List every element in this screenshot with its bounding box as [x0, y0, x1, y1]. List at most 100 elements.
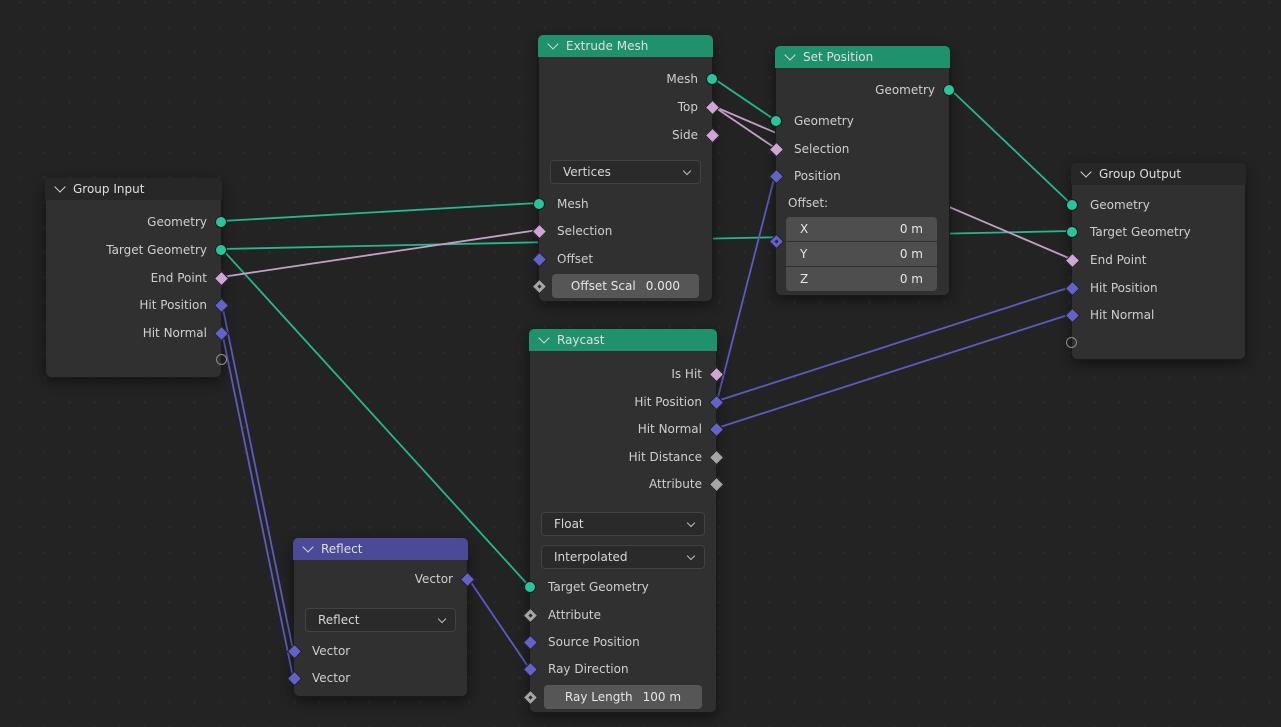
- socket-label: Side: [672, 128, 698, 142]
- node-link-extrude-mesh-set-position: [712, 77, 776, 121]
- collapse-chevron-icon[interactable]: [1080, 166, 1092, 178]
- socket-row-geometry: Geometry: [1072, 196, 1245, 214]
- component-label: Z: [800, 272, 809, 286]
- node-title-set-position: Set Position: [803, 50, 874, 64]
- node-header-group-input[interactable]: Group Input: [45, 178, 222, 200]
- socket-label: Hit Normal: [1090, 308, 1155, 322]
- socket-label: Geometry: [1090, 198, 1150, 212]
- node-title-extrude-mesh: Extrude Mesh: [566, 39, 649, 53]
- socket-label: Mesh: [557, 197, 589, 211]
- socket-label: Geometry: [147, 215, 207, 229]
- node-header-group-output[interactable]: Group Output: [1071, 163, 1246, 185]
- socket-label: End Point: [1090, 253, 1147, 267]
- socket-label: Position: [794, 169, 841, 183]
- socket-label: Geometry: [875, 83, 935, 97]
- select-float[interactable]: Float: [541, 512, 705, 536]
- component-value: 0 m: [899, 247, 923, 261]
- node-header-set-position[interactable]: Set Position: [775, 46, 950, 68]
- node-link-raycast-set-position: [716, 174, 776, 402]
- node-link-reflect-raycast: [467, 577, 530, 669]
- node-link-group-input-extrude-mesh: [221, 229, 539, 278]
- socket-label: Mesh: [666, 72, 698, 86]
- socket-row-end-point: End Point: [46, 269, 221, 287]
- socket-target-geometry[interactable]: [1066, 226, 1078, 238]
- socket-row-virtual: [1072, 334, 1245, 352]
- field-value: 100 m: [642, 690, 682, 704]
- socket-dot: [527, 612, 533, 618]
- socket-row-hit-position: Hit Position: [46, 296, 221, 314]
- socket-row-mesh: Mesh: [539, 195, 712, 213]
- collapse-chevron-icon[interactable]: [547, 38, 559, 50]
- component-value: 0 m: [899, 272, 923, 286]
- socket-virtual[interactable]: [1066, 337, 1077, 348]
- socket-row-selection: Selection: [776, 140, 949, 158]
- socket-mesh[interactable]: [706, 73, 718, 85]
- socket-label: Selection: [794, 142, 850, 156]
- socket-row-geometry: Geometry: [776, 81, 949, 99]
- node-title-reflect: Reflect: [321, 542, 363, 556]
- socket-label: Geometry: [794, 114, 854, 128]
- socket-row-vector: Vector: [294, 570, 467, 588]
- socket-row-target-geometry: Target Geometry: [46, 241, 221, 259]
- socket-target-geometry[interactable]: [215, 244, 227, 256]
- socket-row-offset: Offset: [539, 250, 712, 268]
- socket-label: Ray Direction: [548, 662, 629, 676]
- socket-row-geometry: Geometry: [46, 213, 221, 231]
- node-header-extrude-mesh[interactable]: Extrude Mesh: [538, 35, 713, 57]
- component-value: 0 m: [899, 222, 923, 236]
- socket-row-ray-direction: Ray Direction: [530, 660, 716, 678]
- node-header-reflect[interactable]: Reflect: [293, 538, 468, 560]
- vector-component-z[interactable]: Z 0 m: [786, 267, 937, 291]
- collapse-chevron-icon[interactable]: [54, 181, 66, 193]
- select-interpolated[interactable]: Interpolated: [541, 545, 705, 569]
- socket-row-target-geometry: Target Geometry: [1072, 223, 1245, 241]
- socket-mesh[interactable]: [533, 198, 545, 210]
- node-link-group-input-raycast: [221, 248, 530, 587]
- node-title-group-input: Group Input: [73, 182, 145, 196]
- socket-geometry[interactable]: [943, 84, 955, 96]
- socket-geometry[interactable]: [1066, 199, 1078, 211]
- socket-row-selection: Selection: [539, 222, 712, 240]
- socket-row-hit-position: Hit Position: [1072, 279, 1245, 297]
- socket-label: Hit Position: [139, 298, 207, 312]
- socket-row-target-geometry: Target Geometry: [530, 578, 716, 596]
- socket-label: Attribute: [649, 477, 702, 491]
- socket-row-geometry: Geometry: [776, 112, 949, 130]
- node-link-raycast-group-output: [716, 286, 1072, 402]
- node-header-raycast[interactable]: Raycast: [529, 329, 717, 351]
- chevron-down-icon: [437, 614, 447, 624]
- select-reflect[interactable]: Reflect: [305, 608, 456, 632]
- collapse-chevron-icon[interactable]: [784, 49, 796, 61]
- socket-geometry[interactable]: [770, 115, 782, 127]
- socket-target-geometry[interactable]: [524, 581, 536, 593]
- select-value: Interpolated: [554, 550, 628, 564]
- node-title-raycast: Raycast: [557, 333, 605, 347]
- socket-label: Is Hit: [671, 367, 702, 381]
- select-vertices[interactable]: Vertices: [550, 160, 701, 184]
- collapse-chevron-icon[interactable]: [538, 332, 550, 344]
- socket-label: Hit Position: [1090, 281, 1158, 295]
- node-link-group-input-reflect: [221, 331, 294, 678]
- socket-label: Vector: [312, 644, 351, 658]
- collapse-chevron-icon[interactable]: [302, 541, 314, 553]
- socket-row-attribute: Attribute: [530, 475, 716, 493]
- socket-virtual[interactable]: [216, 354, 227, 365]
- socket-geometry[interactable]: [215, 216, 227, 228]
- socket-row-source-position: Source Position: [530, 633, 716, 651]
- socket-label: Top: [677, 100, 698, 114]
- node-title-group-output: Group Output: [1099, 167, 1182, 181]
- socket-row-hit-position: Hit Position: [530, 393, 716, 411]
- select-value: Vertices: [563, 165, 611, 179]
- socket-dot: [536, 283, 542, 289]
